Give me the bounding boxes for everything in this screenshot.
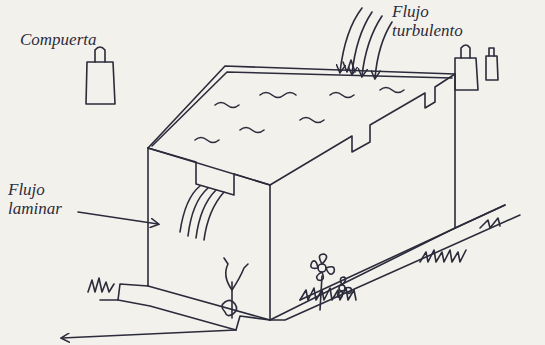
channel: [62, 205, 520, 338]
water-waves: [195, 88, 404, 143]
flow-label: Flujo laminar: [8, 180, 68, 218]
laminar-flow-lines: [180, 186, 224, 240]
flow-label: Flujo turbulento: [392, 2, 472, 40]
tank-side: [270, 74, 455, 320]
tank-top: [148, 66, 455, 185]
gate-symbol: [86, 47, 115, 104]
gate-symbol: [455, 45, 498, 90]
flowers: [222, 254, 351, 318]
gate-label: Compuerta: [20, 30, 130, 49]
grass: [88, 218, 500, 300]
leader-arrow: [78, 212, 158, 224]
turbulent-flow-arrows: [340, 8, 392, 78]
tank-front: [148, 148, 270, 320]
